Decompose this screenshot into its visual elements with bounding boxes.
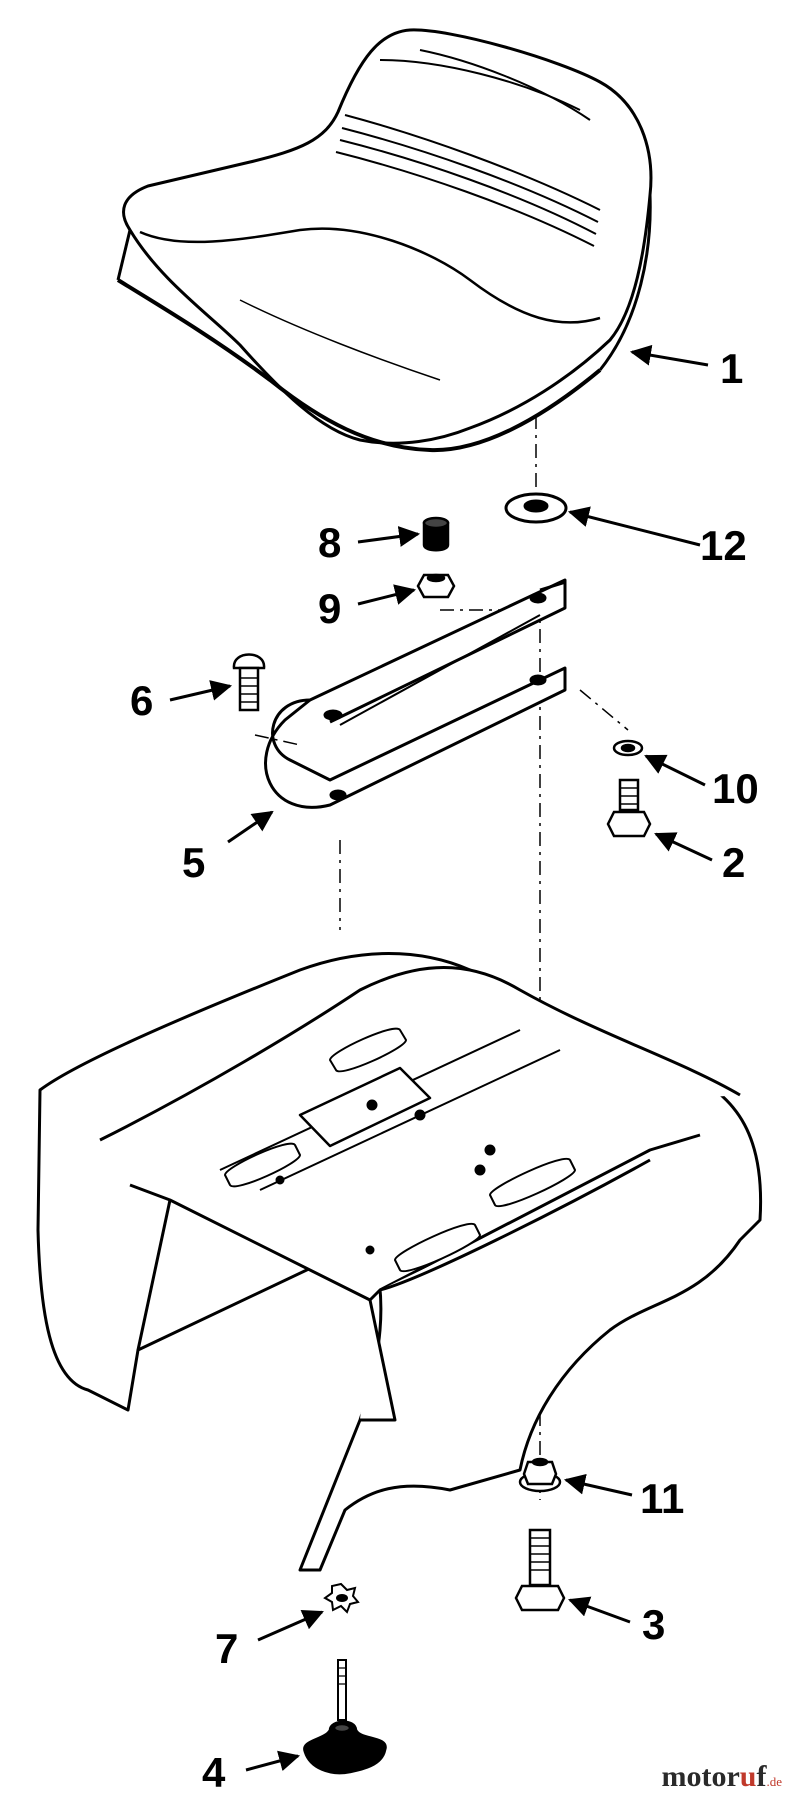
leader-3 [568, 1596, 631, 1624]
fender-part [36, 952, 763, 1572]
nut-part [416, 573, 456, 599]
star-washer-part [323, 1582, 360, 1614]
leader-9 [357, 584, 417, 606]
long-bolt-part [514, 1528, 566, 1612]
callout-5: 5 [182, 839, 206, 886]
flange-nut-part [518, 1457, 562, 1493]
watermark-brand-b: f [756, 1760, 767, 1793]
callout-8: 8 [318, 519, 342, 566]
callout-11: 11 [640, 1475, 685, 1522]
callout-4: 4 [202, 1749, 226, 1796]
seat-part [116, 28, 653, 453]
callout-9: 9 [318, 585, 342, 632]
leader-12 [567, 506, 701, 547]
leader-2 [654, 832, 713, 862]
leader-1 [629, 344, 709, 367]
bracket-part [264, 578, 567, 809]
leader-10 [644, 754, 706, 787]
watermark-domain: .de [766, 1774, 782, 1789]
leader-arrows [169, 344, 713, 1772]
spacer-part [504, 492, 568, 524]
callout-10: 10 [712, 765, 759, 812]
callout-1: 1 [720, 345, 744, 392]
watermark-brand-u: u [739, 1760, 757, 1793]
leader-7 [257, 1609, 324, 1642]
callout-2: 2 [722, 839, 746, 886]
cap-part [422, 516, 450, 552]
lock-washer-part [612, 739, 644, 757]
leader-8 [357, 526, 421, 547]
callout-6: 6 [130, 677, 154, 724]
carriage-bolt-part [232, 653, 266, 712]
leader-5 [227, 810, 274, 844]
watermark-brand-a: motor [661, 1760, 740, 1793]
wing-knob-part [303, 1659, 387, 1775]
leader-4 [245, 1750, 301, 1772]
leader-11 [563, 1473, 633, 1497]
callout-12: 12 [700, 522, 747, 569]
hex-bolt-part [606, 778, 652, 838]
callout-3: 3 [642, 1601, 666, 1648]
callout-7: 7 [215, 1625, 239, 1672]
watermark-logo: motoruf.de [661, 1760, 782, 1794]
leader-6 [169, 680, 233, 702]
